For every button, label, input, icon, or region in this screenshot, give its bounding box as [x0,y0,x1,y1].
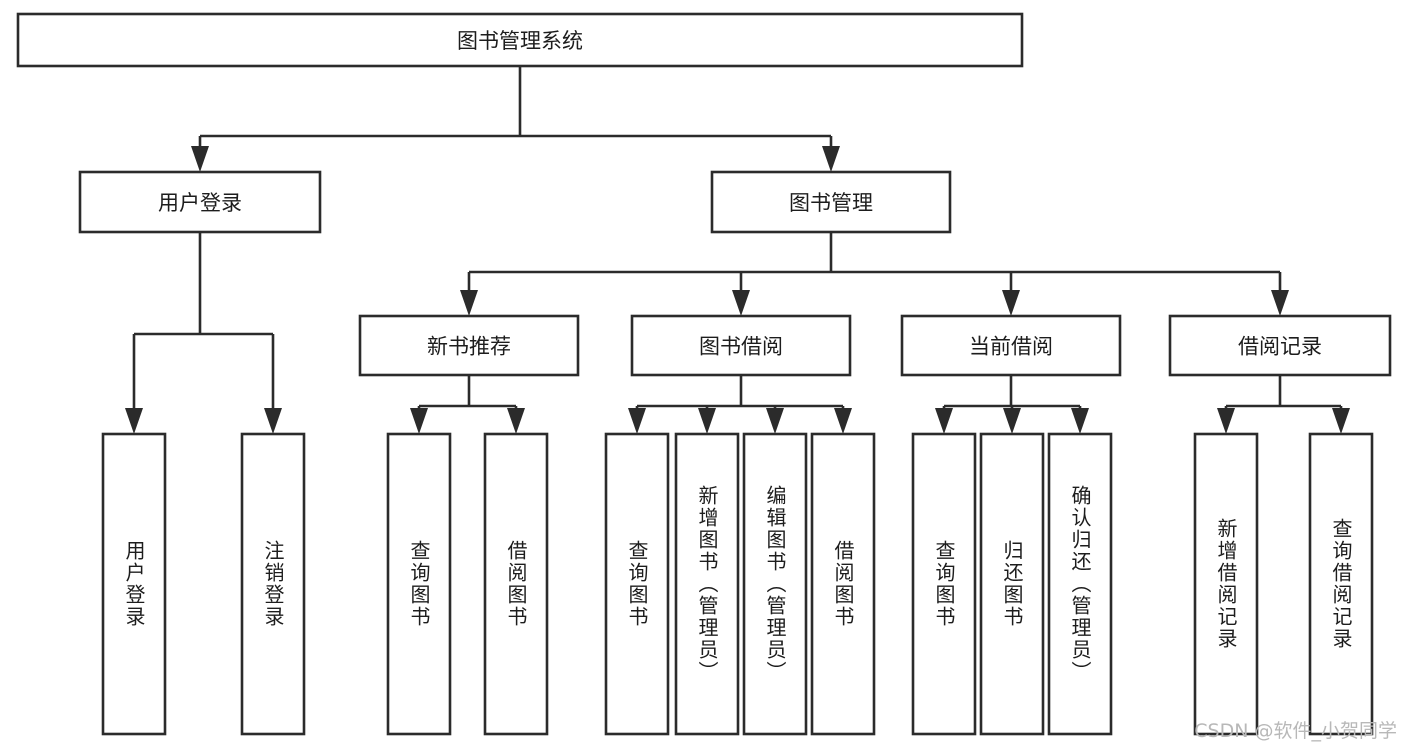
node-root[interactable]: 图书管理系统 [16,12,1024,68]
node-box [240,432,306,736]
node-leaf-add-borrow-record[interactable]: 新增借阅记录 [1193,432,1259,736]
node-box [900,314,1122,377]
arrow-head-icon [264,408,282,434]
arrow-head-icon [460,290,478,316]
node-box [604,432,670,736]
node-layer: 图书管理系统用户登录图书管理新书推荐图书借阅当前借阅借阅记录用户登录注销登录查询… [16,12,1392,736]
node-label: 查询图书 [407,540,431,628]
arrow-head-icon [1271,290,1289,316]
node-label: 查询图书 [625,540,649,628]
arrow-head-icon [1003,408,1021,434]
node-label: 新书推荐 [427,335,511,359]
node-leaf-edit-book[interactable]: 编辑图书（管理员） [742,432,808,736]
node-box [742,432,808,736]
connector-recommend-to-leaves [410,375,525,434]
connector-borrow-to-leaves [628,375,852,434]
node-box [1168,314,1392,377]
node-leaf-query-borrow-record[interactable]: 查询借阅记录 [1308,432,1374,736]
node-box [386,432,452,736]
node-box [810,432,876,736]
node-label: 图书管理系统 [457,29,583,53]
node-label: 用户登录 [158,191,242,215]
node-user-login[interactable]: 用户登录 [78,170,322,234]
node-leaf-confirm-return[interactable]: 确认归还（管理员） [1047,432,1113,736]
node-box [1193,432,1259,736]
node-box [630,314,852,377]
node-label: 用户登录 [122,540,146,628]
node-label: 新增借阅记录 [1214,518,1238,650]
node-box [101,432,167,736]
arrow-head-icon [1071,408,1089,434]
node-leaf-user-logout[interactable]: 注销登录 [240,432,306,736]
node-leaf-query-book-1[interactable]: 查询图书 [386,432,452,736]
node-label: 确认归还（管理员） [1068,485,1092,683]
csdn-watermark: CSDN @软件_小贺同学 [1194,720,1397,742]
node-label: 借阅记录 [1238,335,1322,359]
node-label: 借阅图书 [504,540,528,628]
node-box [358,314,580,377]
connector-current-to-leaves [935,375,1089,434]
node-borrow-record[interactable]: 借阅记录 [1168,314,1392,377]
node-box [483,432,549,736]
node-leaf-borrow-book-2[interactable]: 借阅图书 [810,432,876,736]
node-box [710,170,952,234]
arrow-head-icon [410,408,428,434]
node-label: 当前借阅 [969,335,1053,359]
arrow-head-icon [191,146,209,172]
node-leaf-query-book-2[interactable]: 查询图书 [604,432,670,736]
node-label: 新增图书（管理员） [695,485,719,683]
node-label: 查询借阅记录 [1329,518,1353,650]
arrow-head-icon [1002,290,1020,316]
node-box [16,12,1024,68]
arrow-head-icon [935,408,953,434]
connector-record-to-leaves [1217,375,1350,434]
node-box [674,432,740,736]
node-label: 注销登录 [261,540,285,628]
node-box [1308,432,1374,736]
arrow-head-icon [834,408,852,434]
node-label: 编辑图书（管理员） [763,485,787,683]
node-book-manage[interactable]: 图书管理 [710,170,952,234]
connector-root-to-level2-stem [191,66,840,172]
arrow-head-icon [732,290,750,316]
arrow-head-icon [822,146,840,172]
arrow-head-icon [1217,408,1235,434]
node-box [911,432,977,736]
node-leaf-borrow-book-1[interactable]: 借阅图书 [483,432,549,736]
node-label: 归还图书 [1000,540,1024,628]
arrow-head-icon [1332,408,1350,434]
node-leaf-add-book[interactable]: 新增图书（管理员） [674,432,740,736]
connector-userlogin-to-leaves [125,232,282,434]
node-book-borrow[interactable]: 图书借阅 [630,314,852,377]
node-label: 借阅图书 [831,540,855,628]
node-leaf-query-book-3[interactable]: 查询图书 [911,432,977,736]
node-box [979,432,1045,736]
arrow-head-icon [507,408,525,434]
node-box [78,170,322,234]
node-label: 查询图书 [932,540,956,628]
connector-bookmanage-to-level3 [460,232,1289,316]
node-box [1047,432,1113,736]
node-current-borrow[interactable]: 当前借阅 [900,314,1122,377]
node-leaf-return-book[interactable]: 归还图书 [979,432,1045,736]
node-label: 图书管理 [789,191,873,215]
arrow-head-icon [766,408,784,434]
arrow-head-icon [125,408,143,434]
node-new-book-recommend[interactable]: 新书推荐 [358,314,580,377]
arrow-head-icon [628,408,646,434]
arrow-head-icon [698,408,716,434]
connector-layer [125,66,1350,434]
node-label: 图书借阅 [699,335,783,359]
node-leaf-user-login[interactable]: 用户登录 [101,432,167,736]
